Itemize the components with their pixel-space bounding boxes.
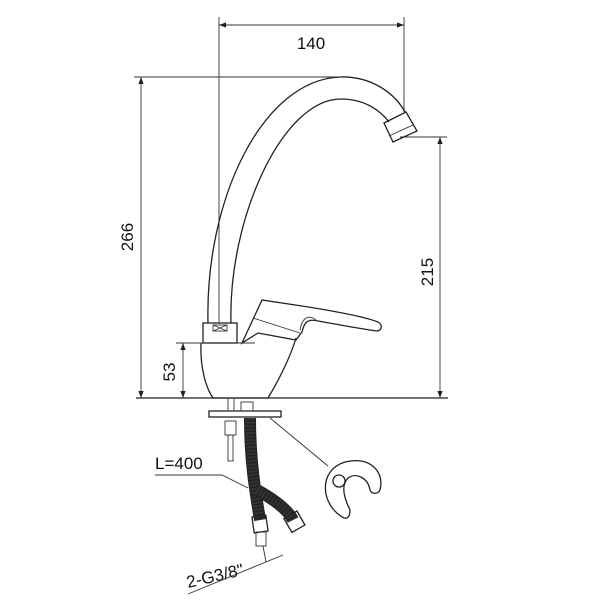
hose-length-annotation: L=400 (155, 454, 249, 489)
hose-length-label: L=400 (155, 454, 203, 473)
swivel-collar (202, 322, 238, 344)
lever-handle (240, 299, 382, 345)
dimension-outlet-height-label: 215 (418, 258, 437, 286)
spout (207, 76, 418, 324)
aerator (383, 111, 418, 143)
dimension-reach: 140 (218, 17, 405, 323)
dimension-total-height-label: 266 (118, 223, 137, 251)
flexible-hoses (244, 417, 306, 547)
thread-label: 2-G3/8" (185, 560, 246, 592)
dimension-outlet-height: 215 (400, 136, 447, 398)
dimension-total-height: 266 (118, 76, 340, 398)
dimension-reach-label: 140 (297, 34, 325, 53)
dimension-body-height-label: 53 (160, 363, 179, 382)
dimension-body-height: 53 (160, 342, 255, 398)
c-clip-detail (269, 417, 382, 519)
thread-annotation: 2-G3/8" (185, 545, 284, 595)
mounting-hardware (208, 397, 282, 462)
faucet-body (200, 337, 297, 399)
